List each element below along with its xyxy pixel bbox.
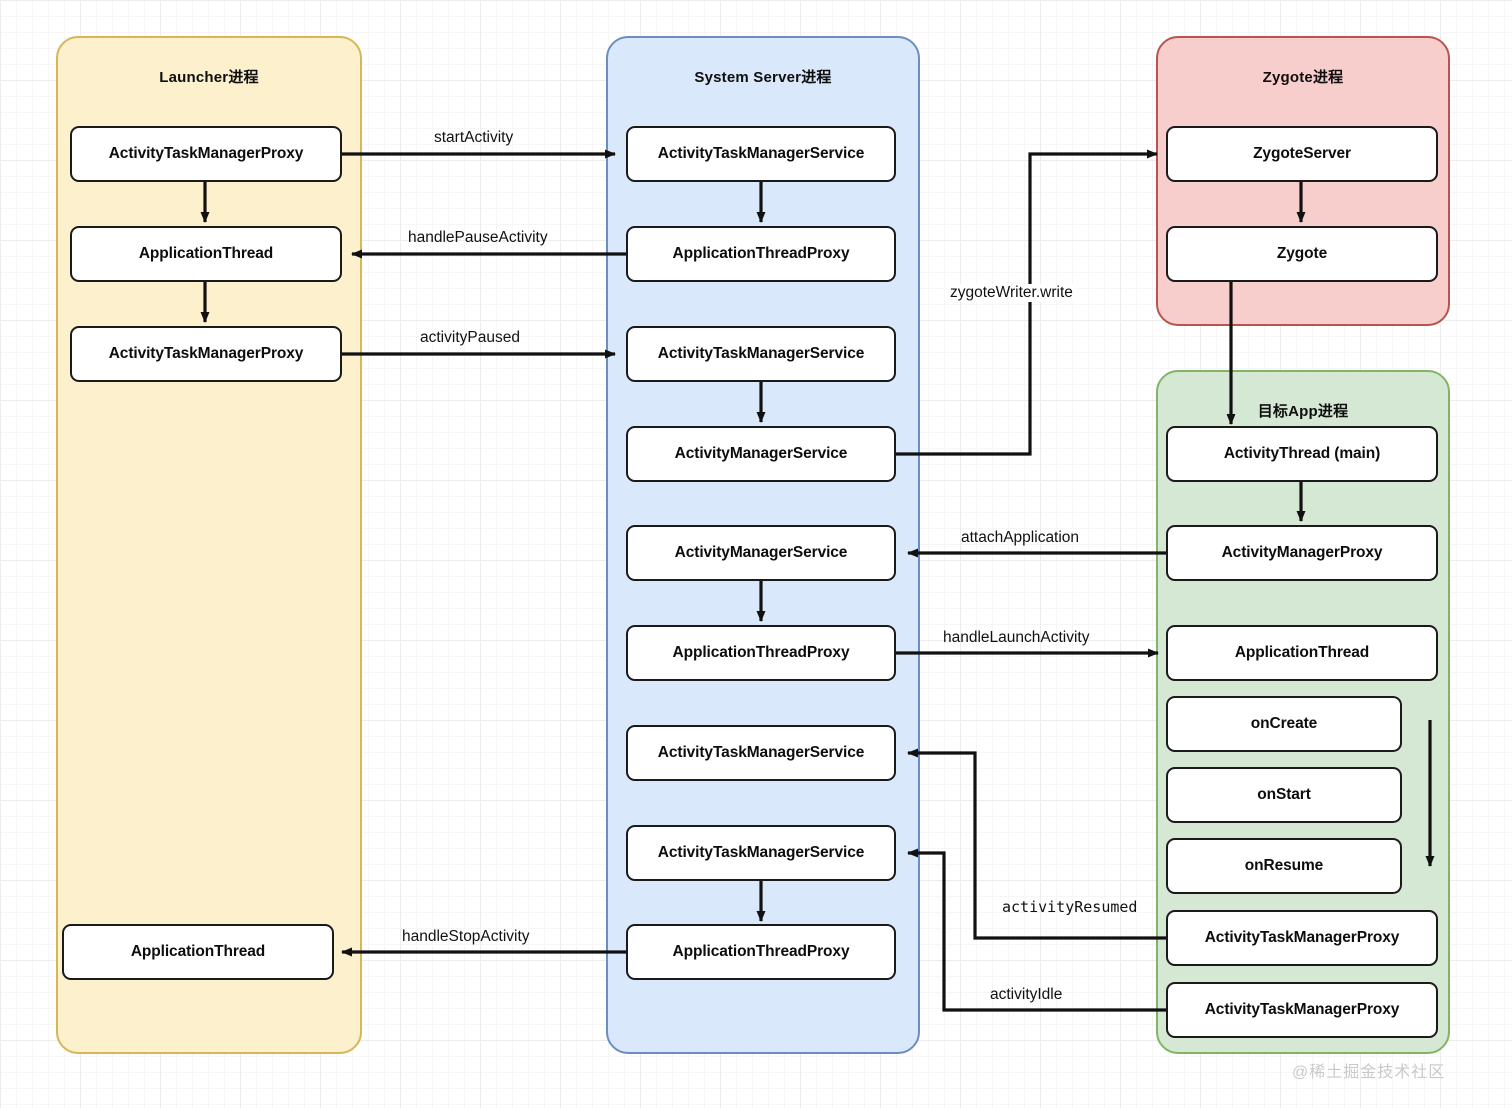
edge-zygote-writer-write	[896, 149, 1158, 456]
node-app-activitythread-main[interactable]: ActivityThread (main)	[1166, 426, 1438, 482]
node-label: ApplicationThread	[130, 943, 266, 960]
node-label: ActivityThread (main)	[1223, 445, 1381, 462]
node-app-activitytaskmanagerproxy-2[interactable]: ActivityTaskManagerProxy	[1166, 982, 1438, 1038]
node-app-activitytaskmanagerproxy-1[interactable]: ActivityTaskManagerProxy	[1166, 910, 1438, 966]
node-label: ActivityManagerService	[674, 445, 848, 462]
node-launcher-activitytaskmanagerproxy-1[interactable]: ActivityTaskManagerProxy	[70, 126, 342, 182]
edge-label-handle-launch-activity: handleLaunchActivity	[943, 629, 1090, 646]
node-label: ActivityTaskManagerService	[657, 844, 865, 861]
node-zygote-zygoteserver[interactable]: ZygoteServer	[1166, 126, 1438, 182]
node-launcher-activitytaskmanagerproxy-2[interactable]: ActivityTaskManagerProxy	[70, 326, 342, 382]
node-app-onstart[interactable]: onStart	[1166, 767, 1402, 823]
node-app-activitymanagerproxy[interactable]: ActivityManagerProxy	[1166, 525, 1438, 581]
node-systemserver-applicationthreadproxy-1[interactable]: ApplicationThreadProxy	[626, 226, 896, 282]
node-label: ActivityTaskManagerService	[657, 744, 865, 761]
node-systemserver-applicationthreadproxy-3[interactable]: ApplicationThreadProxy	[626, 924, 896, 980]
node-launcher-applicationthread-1[interactable]: ApplicationThread	[70, 226, 342, 282]
node-label: ActivityTaskManagerService	[657, 145, 865, 162]
node-label: ApplicationThreadProxy	[672, 245, 850, 262]
node-systemserver-applicationthreadproxy-2[interactable]: ApplicationThreadProxy	[626, 625, 896, 681]
lane-title-app: 目标App进程	[1257, 403, 1349, 420]
edge-label-activity-resumed: activityResumed	[1002, 898, 1138, 916]
node-label: onStart	[1257, 786, 1311, 803]
node-app-onresume[interactable]: onResume	[1166, 838, 1402, 894]
edge-label-handle-pause-activity: handlePauseActivity	[408, 229, 548, 246]
node-label: ActivityTaskManagerProxy	[1204, 1001, 1400, 1018]
lane-title-launcher: Launcher进程	[159, 69, 259, 86]
node-label: ActivityTaskManagerProxy	[108, 345, 304, 362]
node-label: ActivityTaskManagerProxy	[108, 145, 304, 162]
node-label: ApplicationThreadProxy	[672, 943, 850, 960]
edge-label-zygote-writer-write: zygoteWriter.write	[946, 284, 1077, 302]
node-label: onCreate	[1250, 715, 1318, 732]
node-label: ZygoteServer	[1253, 145, 1351, 162]
node-label: ApplicationThreadProxy	[672, 644, 850, 661]
lane-title-system-server: System Server进程	[694, 69, 832, 86]
node-app-oncreate[interactable]: onCreate	[1166, 696, 1402, 752]
node-systemserver-activitymanagerservice-2[interactable]: ActivityManagerService	[626, 525, 896, 581]
edge-label-start-activity: startActivity	[434, 129, 514, 146]
node-label: ActivityTaskManagerService	[657, 345, 865, 362]
edge-label-handle-stop-activity: handleStopActivity	[402, 928, 530, 945]
node-label: onResume	[1244, 857, 1324, 874]
node-systemserver-activitytaskmanagerservice-3[interactable]: ActivityTaskManagerService	[626, 725, 896, 781]
node-systemserver-activitytaskmanagerservice-2[interactable]: ActivityTaskManagerService	[626, 326, 896, 382]
node-systemserver-activitymanagerservice-1[interactable]: ActivityManagerService	[626, 426, 896, 482]
node-systemserver-activitytaskmanagerservice-1[interactable]: ActivityTaskManagerService	[626, 126, 896, 182]
edge-label-activity-idle: activityIdle	[990, 986, 1063, 1003]
node-zygote-zygote[interactable]: Zygote	[1166, 226, 1438, 282]
node-app-applicationthread[interactable]: ApplicationThread	[1166, 625, 1438, 681]
node-systemserver-activitytaskmanagerservice-4[interactable]: ActivityTaskManagerService	[626, 825, 896, 881]
node-launcher-applicationthread-2[interactable]: ApplicationThread	[62, 924, 334, 980]
node-label: ActivityManagerProxy	[1221, 544, 1383, 561]
watermark: @稀土掘金技术社区	[1292, 1064, 1446, 1081]
lane-launcher: Launcher进程	[56, 36, 362, 1054]
lane-title-zygote: Zygote进程	[1262, 69, 1344, 86]
node-label: ActivityManagerService	[674, 544, 848, 561]
node-label: ActivityTaskManagerProxy	[1204, 929, 1400, 946]
node-label: Zygote	[1276, 245, 1328, 262]
edge-label-activity-paused: activityPaused	[420, 329, 520, 346]
node-label: ApplicationThread	[138, 245, 274, 262]
edge-label-attach-application: attachApplication	[961, 529, 1080, 546]
node-label: ApplicationThread	[1234, 644, 1370, 661]
